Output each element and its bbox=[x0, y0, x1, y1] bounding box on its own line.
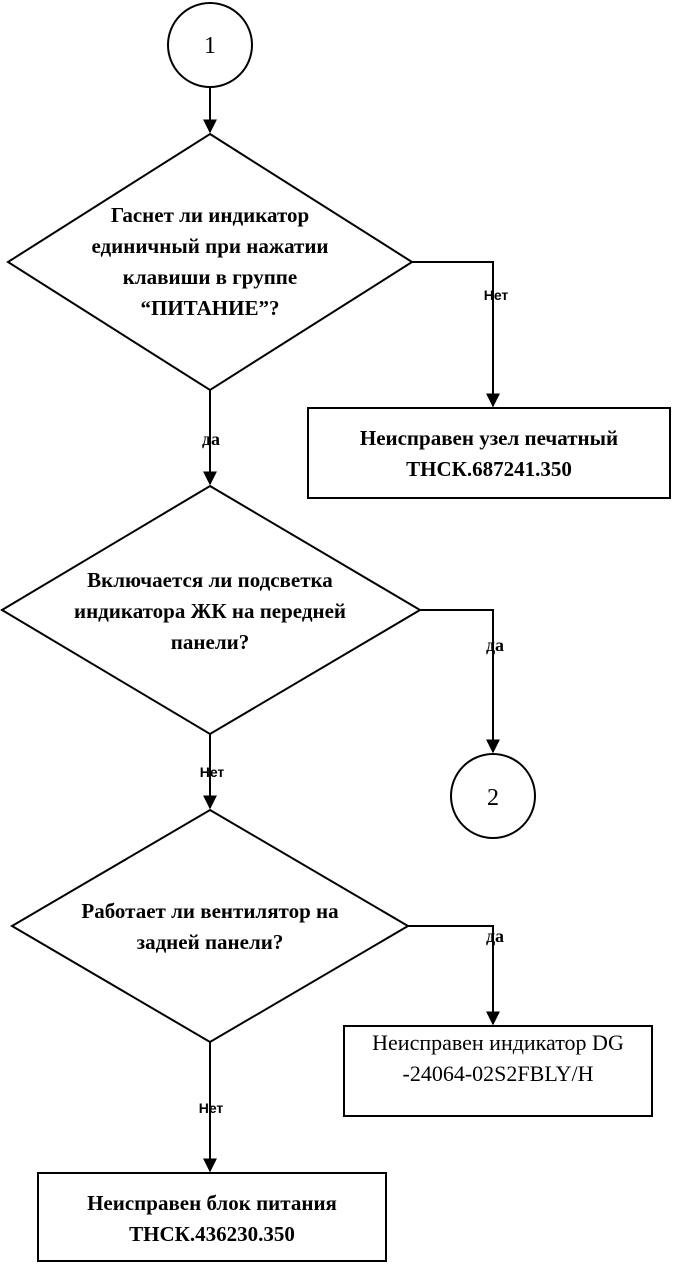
decision-power-indicator-line-2: единичный при нажатии bbox=[91, 234, 328, 258]
start-connector-label: 1 bbox=[204, 33, 216, 59]
decision-lcd-backlight-line-2: индикатора ЖК на передней bbox=[74, 599, 346, 623]
result-printer-fault: Неисправен узел печатный ТНСК.687241.350 bbox=[307, 407, 671, 499]
decision-rear-fan: Работает ли вентилятор на задней панели? bbox=[10, 808, 410, 1044]
edge-d3-no-label: Нет bbox=[199, 1100, 224, 1116]
result-indicator-fault-line-1: Неисправен индикатор DG bbox=[372, 1030, 624, 1055]
decision-power-indicator: Гаснет ли индикатор единичный при нажати… bbox=[6, 132, 414, 392]
edge-d2-yes-label: да bbox=[486, 635, 504, 655]
edge-d2-yes bbox=[420, 609, 500, 754]
result-psu-fault-line-1: Неисправен блок питания bbox=[87, 1191, 337, 1215]
edge-d3-yes bbox=[408, 925, 500, 1026]
result-printer-fault-line-1: Неисправен узел печатный bbox=[360, 426, 618, 450]
result-indicator-fault: Неисправен индикатор DG -24064-02S2FBLY/… bbox=[343, 1025, 653, 1117]
result-indicator-fault-line-2: -24064-02S2FBLY/H bbox=[403, 1061, 594, 1086]
decision-power-indicator-line-3: клавиши в группе bbox=[123, 265, 297, 289]
result-psu-fault: Неисправен блок питания ТНСК.436230.350 bbox=[37, 1172, 387, 1262]
result-psu-fault-line-2: ТНСК.436230.350 bbox=[129, 1222, 295, 1246]
page-connector-2-label: 2 bbox=[487, 785, 499, 811]
edge-d1-yes-label: да bbox=[202, 429, 220, 449]
decision-power-indicator-line-1: Гаснет ли индикатор bbox=[111, 203, 309, 227]
edge-d2-no-label: Нет bbox=[200, 764, 225, 780]
decision-lcd-backlight: Включается ли подсветка индикатора ЖК на… bbox=[0, 484, 422, 736]
edge-d1-no bbox=[412, 261, 500, 408]
edge-d3-yes-label: да bbox=[486, 926, 504, 946]
decision-lcd-backlight-line-3: панели? bbox=[171, 630, 249, 654]
decision-power-indicator-line-4: “ПИТАНИЕ”? bbox=[141, 296, 280, 320]
page-connector-2: 2 bbox=[450, 753, 536, 839]
decision-rear-fan-line-1: Работает ли вентилятор на bbox=[81, 899, 339, 923]
start-connector: 1 bbox=[167, 2, 253, 88]
edge-d1-no-label: Нет bbox=[484, 287, 509, 303]
result-printer-fault-line-2: ТНСК.687241.350 bbox=[406, 457, 572, 481]
decision-lcd-backlight-line-1: Включается ли подсветка bbox=[87, 568, 333, 592]
decision-rear-fan-line-2: задней панели? bbox=[137, 930, 284, 954]
